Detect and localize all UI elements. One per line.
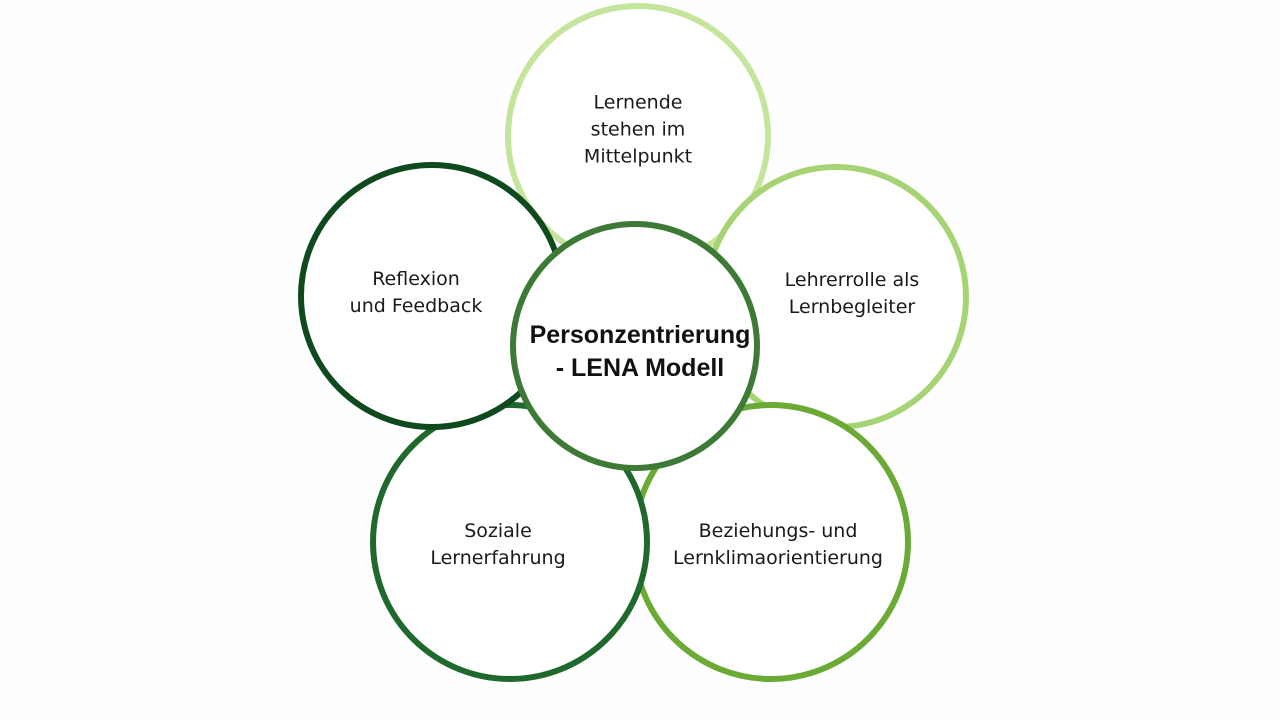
label-line: Lernerfahrung bbox=[430, 547, 566, 569]
label-line: Lernbegleiter bbox=[788, 296, 916, 318]
petal-label-lernende: Lernende stehen im Mittelpunkt bbox=[584, 90, 692, 171]
label-line: Soziale bbox=[464, 520, 532, 542]
petal-label-beziehung: Beziehungs- und Lernklimaorientierung bbox=[673, 518, 883, 572]
center-title-line: - LENA Modell bbox=[555, 354, 725, 382]
center-title: Personzentrierung - LENA Modell bbox=[530, 319, 751, 385]
center-title-line: Personzentrierung bbox=[529, 321, 751, 349]
label-line: Lehrerrolle als bbox=[784, 269, 920, 291]
label-line: Reflexion bbox=[372, 268, 460, 290]
ring-center bbox=[510, 221, 760, 471]
petal-label-reflexion: Reflexion und Feedback bbox=[350, 266, 483, 320]
label-line: Mittelpunkt bbox=[583, 145, 693, 168]
petal-label-lehrerrolle: Lehrerrolle als Lernbegleiter bbox=[785, 267, 920, 321]
label-line: Lernende bbox=[593, 91, 683, 114]
label-line: und Feedback bbox=[349, 295, 483, 317]
label-line: stehen im bbox=[590, 118, 686, 141]
petal-label-soziale: Soziale Lernerfahrung bbox=[430, 518, 565, 572]
ring-soziale bbox=[370, 402, 650, 682]
label-line: Beziehungs- und bbox=[698, 520, 858, 542]
label-line: Lernklimaorientierung bbox=[673, 547, 883, 569]
